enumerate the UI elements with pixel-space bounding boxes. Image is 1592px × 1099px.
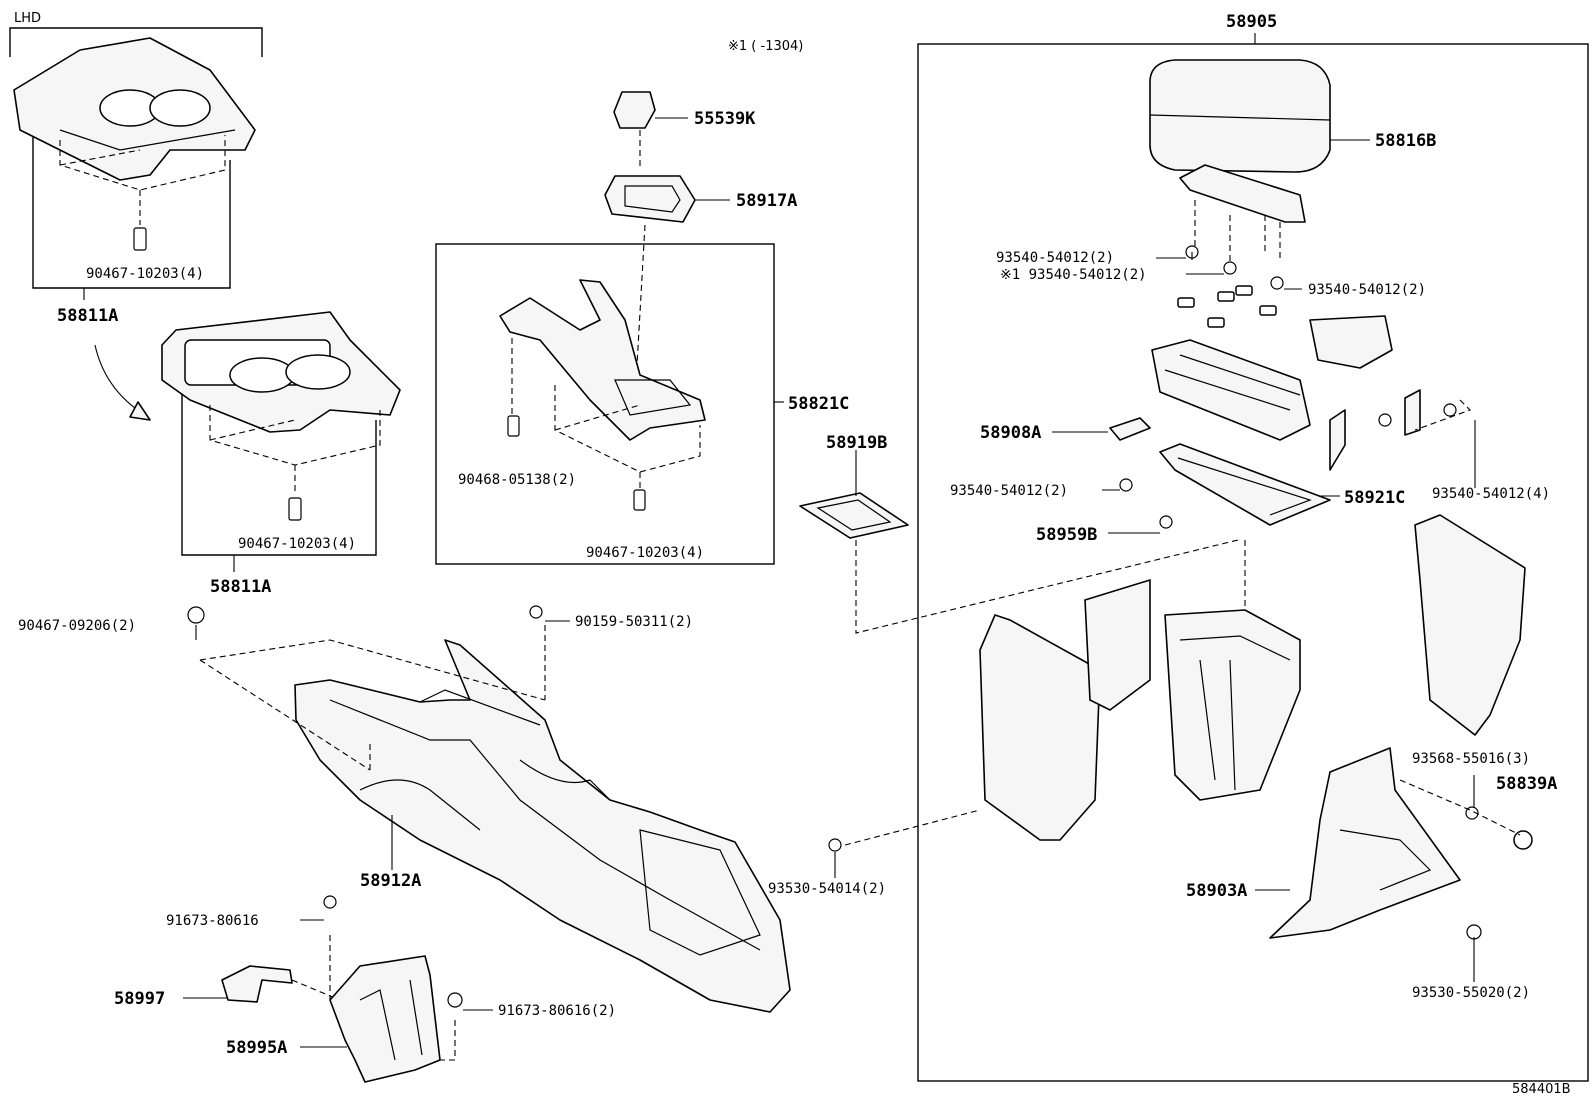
label-90467-09206: 90467-09206(2) xyxy=(18,618,136,634)
bracket-58997 xyxy=(183,965,336,1003)
label-90467-10203-c: 90467-10203(4) xyxy=(586,545,704,561)
label-93540-e: 93540-54012(4) xyxy=(1432,486,1550,502)
hinge-mechanism xyxy=(1151,339,1457,471)
label-93540-a: 93540-54012(2) xyxy=(996,250,1114,266)
label-58917A: 58917A xyxy=(736,191,797,211)
note-label: ※1 ( -1304) xyxy=(728,39,803,54)
label-58908A: 58908A xyxy=(980,423,1041,443)
leader-lines xyxy=(83,33,1521,1011)
figure-code: 584401B xyxy=(1512,1082,1571,1097)
label-58997: 58997 xyxy=(114,989,165,1009)
label-93540-c: 93540-54012(2) xyxy=(1308,282,1426,298)
side-panel-left xyxy=(979,579,1151,841)
replace-arrowhead xyxy=(129,401,151,421)
label-58811A-top: 58811A xyxy=(57,306,118,326)
label-91673-80616-b: 91673-80616(2) xyxy=(498,1003,616,1019)
label-93530-55020: 93530-55020(2) xyxy=(1412,985,1530,1001)
bezel-58917A xyxy=(604,175,730,401)
label-93540-d: 93540-54012(2) xyxy=(950,483,1068,499)
console-58912A xyxy=(199,625,791,1013)
label-90467-10203-b: 90467-10203(4) xyxy=(238,536,356,552)
label-91673-80616-a: 91673-80616 xyxy=(166,913,259,929)
label-58912A: 58912A xyxy=(360,871,421,891)
bracket-58995A xyxy=(300,935,456,1083)
lhd-bracket xyxy=(9,27,263,57)
label-90467-10203-a: 90467-10203(4) xyxy=(86,266,204,282)
label-55539K: 55539K xyxy=(694,109,756,129)
label-93540-b: ※1 93540-54012(2) xyxy=(1000,267,1147,283)
label-93530-54014: 93530-54014(2) xyxy=(768,881,886,897)
58821C-box xyxy=(435,243,775,565)
label-90159-50311: 90159-50311(2) xyxy=(575,614,693,630)
mat-58919B xyxy=(799,450,1239,634)
side-panel-right xyxy=(1414,514,1526,736)
switch-55539K xyxy=(613,91,688,170)
box-liner xyxy=(1164,609,1301,801)
58811A-mid-bracket xyxy=(181,380,377,556)
label-58821C: 58821C xyxy=(788,394,849,414)
hinge-plate xyxy=(1179,164,1306,262)
cup-holder-lhd xyxy=(13,37,256,251)
lhd-label: LHD xyxy=(14,11,41,26)
label-93568-55016: 93568-55016(3) xyxy=(1412,751,1530,767)
label-58839A: 58839A xyxy=(1496,774,1557,794)
label-58995A: 58995A xyxy=(226,1038,287,1058)
label-90468-05138: 90468-05138(2) xyxy=(458,472,576,488)
label-58921C: 58921C xyxy=(1344,488,1405,508)
label-58816B: 58816B xyxy=(1375,131,1436,151)
58811A-top-bracket xyxy=(32,110,231,289)
tray-58921C xyxy=(1159,443,1340,526)
label-58905: 58905 xyxy=(1226,12,1277,32)
cover-58908A xyxy=(1109,417,1151,441)
cup-holder-rhd xyxy=(161,311,401,521)
latch-pieces xyxy=(1177,285,1393,369)
armrest-58816B xyxy=(1149,59,1370,173)
label-58919B: 58919B xyxy=(826,433,887,453)
58905-box xyxy=(917,43,1589,1082)
panel-58821C xyxy=(499,279,784,511)
label-58959B: 58959B xyxy=(1036,525,1097,545)
rear-panel-58903A xyxy=(1255,747,1533,939)
label-58811A-mid: 58811A xyxy=(210,577,271,597)
label-58903A: 58903A xyxy=(1186,881,1247,901)
